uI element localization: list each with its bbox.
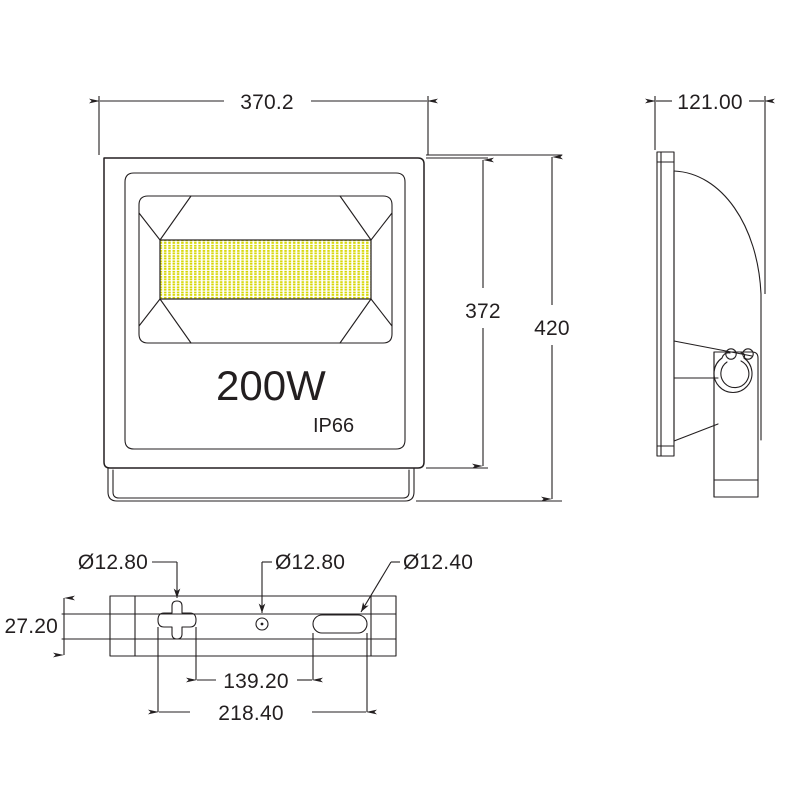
reflector-facet-bottom-left [159,298,192,344]
bolt-hole-right [742,348,754,360]
dimension-height-372-value: 372 [465,300,501,323]
round-hole-center-dot [260,622,264,626]
body-taper-lower [673,423,719,442]
callout-hole-center-value: Ø12.80 [275,551,345,574]
housing-bezel-outline [124,172,406,450]
dimension-span-218-value: 218.40 [218,702,283,725]
base-plate-inner-edge [112,469,404,499]
lens-plate-outline [656,151,675,457]
knuckle-joint-cap [721,352,731,359]
bracket-plate-outline [109,595,397,657]
heatsink-arc-profile [673,170,762,295]
dimension-depth-121: 121.00 [645,91,775,294]
callout-hole-left-value: Ø12.80 [78,551,148,574]
body-taper-upper [673,340,753,357]
ingress-protection-label: IP66 [313,415,354,437]
reflector-facet-top-left-2 [138,212,161,241]
power-label: 200W [216,362,326,409]
reflector-facet-top-right-2 [370,212,393,241]
dimension-height-420: 420 [416,154,570,502]
callout-hole-right-value: Ø12.40 [403,551,473,574]
reflector-facet-bottom-right-2 [370,298,393,327]
bottom-view-geometry [61,595,397,712]
side-view-geometry [656,151,762,498]
callout-hole-left: Ø12.80 [78,551,181,598]
leader-line-hole-right [360,561,392,613]
round-hole-center [255,617,269,631]
base-plate-right-edge [402,469,410,499]
base-plate-outline [107,467,415,502]
dimension-depth-value: 121.00 [677,91,742,114]
reflector-facet-top-right [339,195,372,241]
reflector-cavity-outline [138,195,393,344]
callout-hole-right: Ø12.40 [360,551,473,613]
dimension-width-370: 370.2 [89,91,438,155]
reflector-facet-bottom-right [339,298,372,344]
cross-slot-left [157,600,197,640]
reflector-facet-bottom-left-2 [138,298,161,327]
dimension-height-420-value: 420 [534,317,570,340]
dimension-thickness-value: 27.20 [4,615,58,638]
led-panel [159,239,372,300]
dimension-height-372: 372 [426,157,501,469]
callout-hole-center: Ø12.80 [258,551,345,613]
bolt-hole-left [725,348,737,360]
dimension-width-value: 370.2 [240,91,294,114]
dimension-span-139-value: 139.20 [223,670,288,693]
dimension-thickness-27: 27.20 [4,595,75,658]
dimension-span-218: 218.40 [148,702,377,725]
oval-slot-right [312,614,368,634]
front-view-geometry: 200W IP66 [103,157,425,502]
reflector-facet-top-left [159,195,192,241]
knuckle-joint-ring [713,357,753,393]
housing-outer-outline [103,157,425,469]
knuckle-joint-ring-inner [720,360,750,389]
dimension-span-139: 139.20 [186,670,323,693]
